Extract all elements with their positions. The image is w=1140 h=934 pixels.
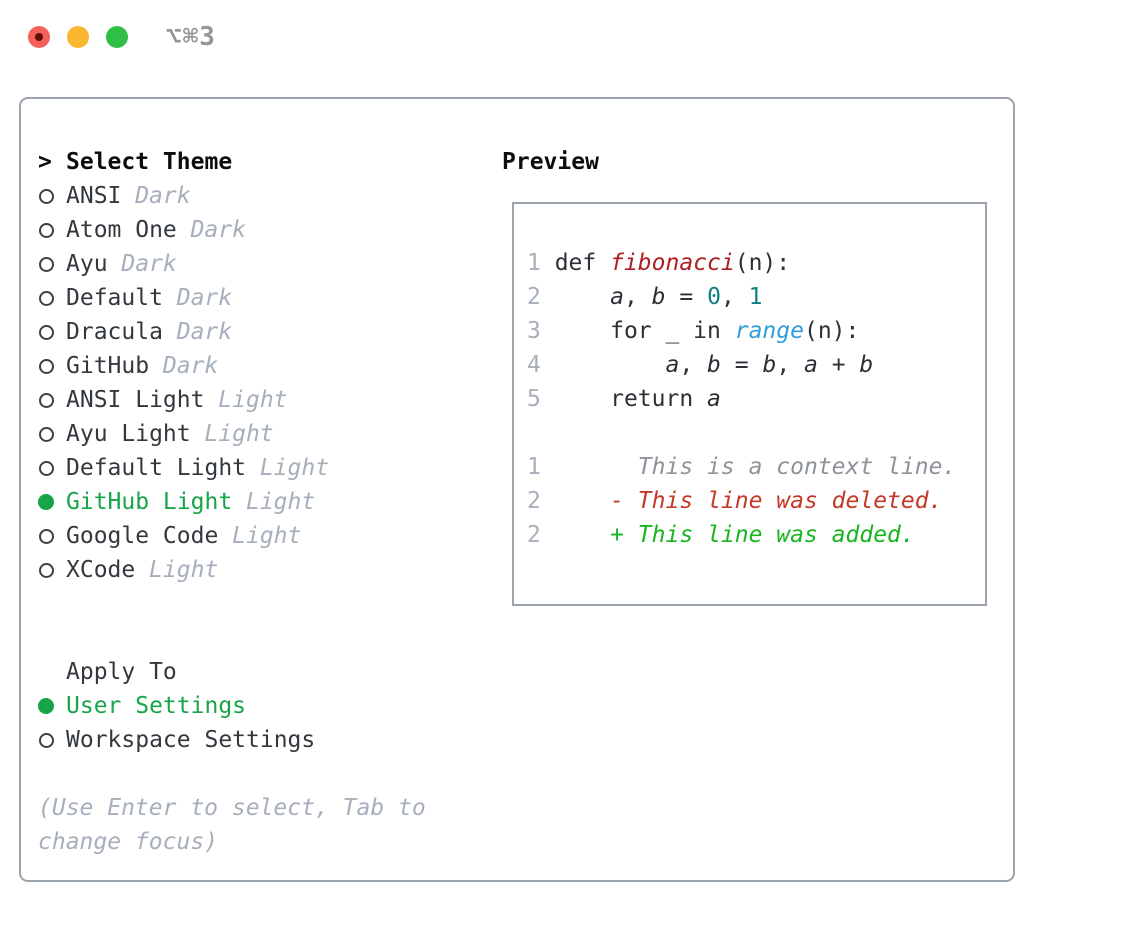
code-line: 3 for _ in range(n): [527, 318, 860, 344]
theme-variant: Dark [135, 183, 191, 209]
theme-name: Dracula [66, 319, 163, 345]
theme-variant: Light [204, 421, 274, 447]
theme-name: ANSI Light [66, 387, 205, 413]
radio-unselected-icon [39, 426, 54, 442]
theme-variant: Dark [176, 285, 233, 311]
theme-option-google-code-light[interactable]: Google Code Light [38, 519, 426, 553]
radio-selected-icon [38, 698, 54, 714]
apply-option-label: User Settings [66, 693, 247, 719]
theme-option-github-light[interactable]: GitHub Light Light [38, 485, 426, 519]
theme-option-github-dark[interactable]: GitHub Dark [38, 349, 426, 383]
close-button[interactable] [28, 26, 50, 48]
radio-unselected-icon [39, 256, 54, 272]
theme-name: GitHub [66, 353, 150, 379]
preview-title: Preview [502, 149, 599, 175]
window-shortcut-label: ⌥⌘3 [166, 22, 216, 52]
minimize-button[interactable] [67, 26, 89, 48]
radio-unselected-icon [39, 732, 54, 748]
code-line: 2 a, b = 0, 1 [527, 284, 763, 310]
radio-unselected-icon [39, 562, 54, 578]
theme-variant: Light [149, 557, 219, 583]
apply-option-user-settings[interactable]: User Settings [38, 689, 426, 723]
apply-option-label: Workspace Settings [66, 727, 316, 753]
code-line: 1 def fibonacci(n): [527, 250, 791, 276]
apply-to-title: Apply To [66, 659, 177, 685]
theme-name: ANSI [66, 183, 122, 209]
radio-unselected-icon [39, 392, 54, 408]
diff-context-line: 1 This is a context line. [527, 454, 957, 480]
theme-variant: Dark [121, 251, 177, 277]
radio-unselected-icon [39, 358, 54, 374]
theme-variant: Light [232, 523, 302, 549]
theme-variant: Light [245, 489, 316, 515]
theme-variant: Light [218, 387, 288, 413]
theme-list-title: Select Theme [66, 149, 233, 175]
diff-deleted-line: 2 - This line was deleted. [527, 488, 943, 514]
theme-option-xcode-light[interactable]: XCode Light [38, 553, 426, 587]
code-preview: 1 def fibonacci(n): 2 a, b = 0, 1 3 for … [514, 204, 985, 552]
radio-unselected-icon [39, 290, 54, 306]
theme-list-header: > Select Theme [38, 145, 426, 179]
theme-option-dracula-dark[interactable]: Dracula Dark [38, 315, 426, 349]
theme-option-ansi-light[interactable]: ANSI Light Light [38, 383, 426, 417]
theme-variant: Dark [190, 217, 246, 243]
theme-name: Ayu Light [66, 421, 191, 447]
radio-unselected-icon [39, 222, 54, 238]
theme-variant: Dark [176, 319, 233, 345]
theme-name: Atom One [66, 217, 177, 243]
cursor-caret-icon: > [38, 149, 52, 175]
radio-unselected-icon [39, 460, 54, 476]
apply-to-header: Apply To [38, 655, 426, 689]
theme-list: > Select Theme ANSI Dark Atom One Dark A… [38, 145, 426, 859]
radio-unselected-icon [39, 528, 54, 544]
theme-variant: Dark [162, 353, 219, 379]
theme-picker-panel: > Select Theme ANSI Dark Atom One Dark A… [19, 97, 1015, 882]
code-line: 4 a, b = b, a + b [527, 352, 874, 378]
radio-unselected-icon [39, 188, 54, 204]
theme-name: Default Light [66, 455, 247, 481]
preview-pane: 1 def fibonacci(n): 2 a, b = 0, 1 3 for … [512, 202, 987, 606]
theme-name: Default [66, 285, 163, 311]
theme-name: Google Code [66, 523, 219, 549]
radio-unselected-icon [39, 324, 54, 340]
theme-name: GitHub Light [66, 489, 233, 515]
blank-line [527, 416, 985, 450]
apply-option-workspace-settings[interactable]: Workspace Settings [38, 723, 426, 757]
theme-option-ayu-light[interactable]: Ayu Light Light [38, 417, 426, 451]
theme-name: XCode [66, 557, 136, 583]
radio-selected-icon [38, 494, 54, 510]
diff-added-line: 2 + This line was added. [527, 522, 915, 548]
theme-option-default-dark[interactable]: Default Dark [38, 281, 426, 315]
code-line: 5 return a [527, 386, 721, 412]
theme-option-default-light[interactable]: Default Light Light [38, 451, 426, 485]
theme-option-atom-one-dark[interactable]: Atom One Dark [38, 213, 426, 247]
theme-variant: Light [259, 455, 330, 481]
theme-name: Ayu [66, 251, 108, 277]
theme-option-ansi-dark[interactable]: ANSI Dark [38, 179, 426, 213]
zoom-button[interactable] [106, 26, 128, 48]
keyboard-hint-line-1: (Use Enter to select, Tab to [38, 795, 426, 821]
theme-option-ayu-dark[interactable]: Ayu Dark [38, 247, 426, 281]
keyboard-hint-line-2: change focus) [38, 829, 219, 855]
